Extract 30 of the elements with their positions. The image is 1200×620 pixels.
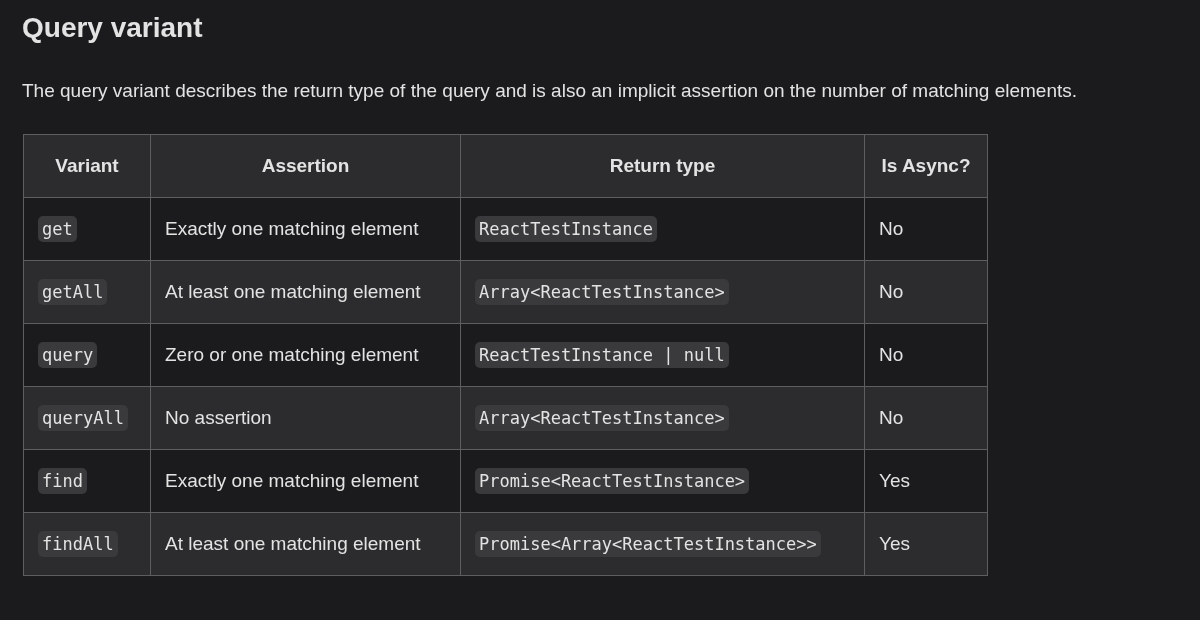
type-code: Array<ReactTestInstance> bbox=[475, 405, 729, 431]
code-snippet: get bbox=[38, 216, 77, 242]
code-snippet: queryAll bbox=[38, 405, 128, 431]
table-cell: At least one matching element bbox=[150, 512, 461, 576]
column-header: Assertion bbox=[150, 134, 461, 198]
table-cell: Zero or one matching element bbox=[150, 323, 461, 387]
type-code: ReactTestInstance bbox=[475, 216, 657, 242]
intro-paragraph: The query variant describes the return type of the query and is also an implicit assertion on the number of matching elements. bbox=[22, 80, 1078, 102]
table-cell: No assertion bbox=[150, 386, 461, 450]
code-snippet: query bbox=[38, 342, 98, 368]
table-cell: Yes bbox=[864, 449, 988, 513]
table-cell: No bbox=[864, 323, 988, 387]
table-cell: No bbox=[864, 197, 988, 261]
code-snippet: findAll bbox=[38, 531, 118, 557]
type-code: ReactTestInstance | null bbox=[475, 342, 729, 368]
table-cell: No bbox=[864, 386, 988, 450]
table-cell: Yes bbox=[864, 512, 988, 576]
column-header: Return type bbox=[460, 134, 865, 198]
table-cell: At least one matching element bbox=[150, 260, 461, 324]
column-header: Variant bbox=[23, 134, 151, 198]
type-code: Promise<ReactTestInstance> bbox=[475, 468, 750, 494]
table-cell: Exactly one matching element bbox=[150, 449, 461, 513]
table-cell: Exactly one matching element bbox=[150, 197, 461, 261]
table-cell: No bbox=[864, 260, 988, 324]
code-snippet: find bbox=[38, 468, 87, 494]
column-header: Is Async? bbox=[864, 134, 988, 198]
page-heading: Query variant bbox=[22, 12, 203, 44]
type-code: Promise<Array<ReactTestInstance>> bbox=[475, 531, 821, 557]
code-snippet: getAll bbox=[38, 279, 108, 305]
type-code: Array<ReactTestInstance> bbox=[475, 279, 729, 305]
